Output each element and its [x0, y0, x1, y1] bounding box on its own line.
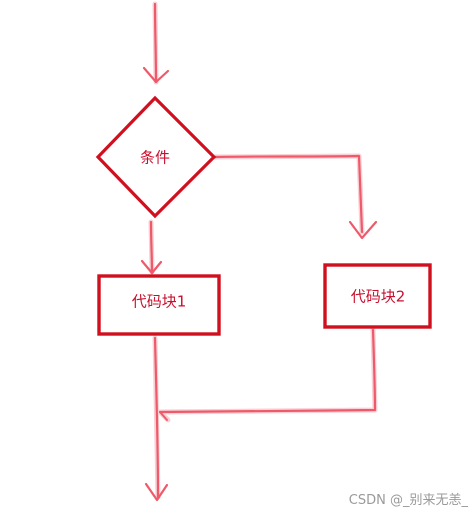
process-node-block2: 代码块2: [323, 263, 432, 329]
block1-label: 代码块1: [132, 293, 187, 311]
block2-merge-connector: [158, 328, 377, 414]
decision-diamond: [95, 95, 217, 219]
merge-join-mark: [159, 411, 168, 421]
decision-label: 条件: [140, 149, 170, 167]
entry-arrowhead: [142, 66, 170, 84]
true-branch-connector: [149, 220, 154, 274]
block1-exit-connector: [153, 336, 160, 499]
false-branch-arrowhead: [348, 220, 378, 240]
block2-label: 代码块2: [351, 288, 406, 306]
entry-connector: [153, 2, 158, 84]
false-branch-connector: [213, 154, 364, 234]
true-branch-arrowhead: [140, 259, 163, 275]
decision-node: 条件: [95, 95, 217, 219]
watermark-text: CSDN @_别来无恙_: [349, 493, 469, 508]
block2-box: [323, 263, 432, 329]
exit-arrowhead: [144, 482, 169, 502]
process-node-block1: 代码块1: [97, 274, 221, 336]
block1-box: [97, 274, 221, 336]
connectors: [140, 1, 378, 502]
